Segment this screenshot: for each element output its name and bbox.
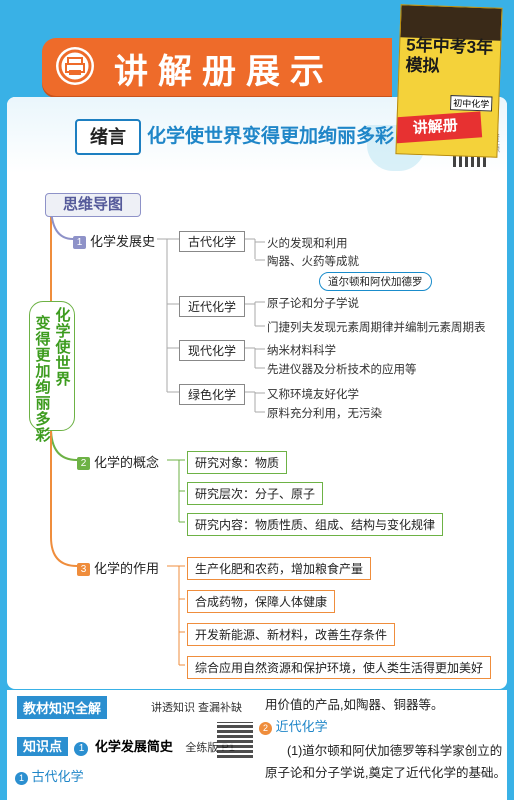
book-ribbon: 讲解册 (395, 111, 483, 144)
branch-label: 化学的概念 (94, 455, 160, 470)
role-item: 生产化肥和农药，增加粮食产量 (187, 557, 372, 580)
leaf: 火的发现和利用 (267, 238, 348, 250)
branch-number: 3 (77, 563, 90, 576)
printer-icon (56, 47, 94, 85)
qr-code-icon (217, 722, 253, 758)
concept-item: 研究层次：分子、原子 (187, 482, 324, 505)
concept-item: 研究对象：物质 (187, 451, 288, 474)
subsection-modern: 2 近代化学 (259, 716, 328, 735)
body-text: 原子论和分子学说,奠定了近代化学的基础。 (265, 766, 506, 780)
knowledge-point-header: 知识点 1 化学发展简史 全练版 P1 (17, 736, 235, 756)
kp-title: 化学发展简史 (94, 739, 173, 754)
role-item: 开发新能源、新材料，改善生存条件 (187, 623, 396, 646)
mindmap-connectors (50, 204, 265, 666)
sub-contemporary: 现代化学 (179, 340, 246, 361)
sub-modern: 近代化学 (179, 296, 246, 317)
sub-number: 2 (259, 722, 272, 735)
book-title: 5年中考3年模拟 (405, 35, 494, 76)
leaf: 先进仪器及分析技术的应用等 (267, 364, 417, 376)
sub-ancient: 古代化学 (179, 231, 246, 252)
center-text-col1: 化学使世界 (55, 307, 71, 388)
section-title: 化学使世界变得更加绚丽多彩 (147, 126, 395, 147)
branch-label: 化学发展史 (90, 234, 156, 249)
sub-green: 绿色化学 (179, 384, 246, 405)
book-subject: 初中化学 (449, 95, 493, 112)
branch-label: 化学的作用 (94, 561, 160, 576)
content-card: 绪言 化学使世界变得更加绚丽多彩 资源 思维导图 化学使世界 变得更加绚丽多彩 … (7, 97, 507, 689)
branch-number: 1 (73, 236, 86, 249)
banner-title: 讲解册展示 (114, 53, 334, 91)
branch-role: 3 化学的作用 (77, 558, 159, 577)
role-item: 合成药物，保障人体健康 (187, 590, 336, 613)
subsection-ancient: 1 古代化学 (15, 766, 84, 785)
body-text: 用价值的产品,如陶器、铜器等。 (265, 698, 444, 712)
leaf: 又称环境友好化学 (267, 389, 359, 401)
role-item: 综合应用自然资源和保护环境，使人类生活得更加美好 (187, 656, 492, 679)
textbook-tag: 教材知识全解 (17, 696, 108, 719)
center-text-col2: 变得更加绚丽多彩 (35, 315, 51, 444)
body-text: (1)道尔顿和阿伏加德罗等科学家创立的 (287, 744, 503, 758)
branch-concept: 2 化学的概念 (77, 452, 159, 471)
sub-title: 近代化学 (275, 719, 328, 734)
leaf: 原料充分利用，无污染 (267, 408, 382, 420)
sub-number: 1 (15, 772, 28, 785)
bottom-section: 教材知识全解 讲透知识 查漏补缺 知识点 1 化学发展简史 全练版 P1 1 古… (7, 690, 507, 800)
book-cover: 5年中考3年模拟 初中化学 讲解册 (395, 4, 503, 158)
leaf: 原子论和分子学说 (267, 298, 359, 310)
sub-title: 古代化学 (31, 769, 84, 784)
branch-history: 1 化学发展史 (73, 231, 155, 250)
textbook-tag-note: 讲透知识 查漏补缺 (151, 702, 243, 714)
leaf: 纳米材料科学 (267, 345, 336, 357)
kp-label: 知识点 (17, 737, 69, 756)
branch-number: 2 (77, 457, 90, 470)
note-bubble: 道尔顿和阿伏加德罗 (319, 272, 432, 291)
page-banner: 讲解册展示 ︾ (42, 38, 392, 133)
section-badge: 绪言 (75, 119, 141, 155)
mindmap-tag: 思维导图 (45, 193, 141, 217)
concept-item: 研究内容：物质性质、组成、结构与变化规律 (187, 513, 444, 536)
leaf: 门捷列夫发现元素周期律并编制元素周期表 (267, 322, 486, 334)
kp-number: 1 (74, 742, 89, 756)
mindmap-center: 化学使世界 变得更加绚丽多彩 (29, 301, 75, 444)
section-header: 绪言 化学使世界变得更加绚丽多彩 资源 (7, 97, 507, 173)
leaf: 陶器、火药等成就 (267, 256, 359, 268)
